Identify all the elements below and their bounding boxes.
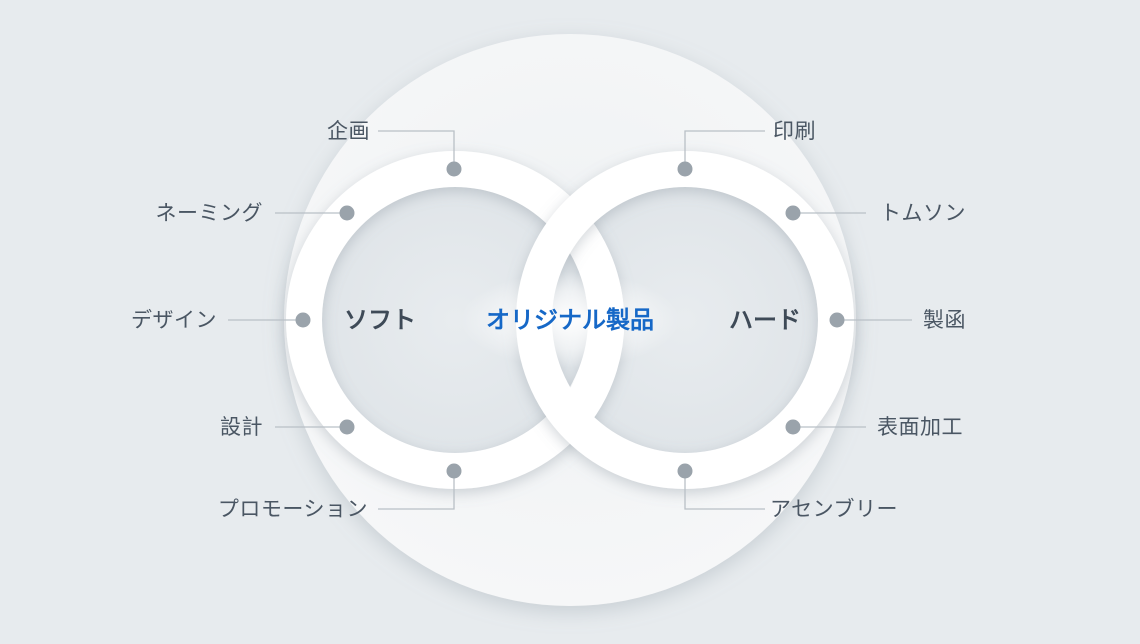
leader-line-right-5 [684, 471, 765, 510]
right-circle-title: ハード [729, 306, 801, 334]
left-item-4-label: 設計 [220, 415, 263, 439]
right-item-4-label: 表面加工 [877, 415, 963, 439]
center-label: オリジナル製品 [486, 306, 654, 334]
leader-line-right-1 [684, 130, 765, 169]
dots [295, 161, 845, 479]
left-item-1-label: 企画 [327, 119, 370, 143]
right-item-2-label: トムソン [880, 201, 966, 225]
leader-line-left-1 [378, 130, 455, 169]
dot-left-5 [446, 463, 462, 479]
leader-lines [228, 130, 912, 510]
left-item-3-label: デザイン [131, 308, 217, 332]
dot-left-3 [295, 312, 311, 328]
right-item-1-label: 印刷 [773, 119, 816, 143]
dot-left-2 [339, 205, 355, 221]
center-glow [460, 272, 680, 368]
left-item-2-label: ネーミング [155, 201, 263, 225]
dot-right-2 [785, 205, 801, 221]
right-item-3-label: 製函 [923, 308, 966, 332]
left-item-5-label: プロモーション [217, 497, 368, 521]
right-circle-inner [552, 187, 818, 453]
dot-left-4 [339, 419, 355, 435]
dot-right-5 [677, 463, 693, 479]
left-circle-inner [322, 187, 588, 453]
dot-right-3 [829, 312, 845, 328]
right-item-5-label: アセンブリー [770, 497, 898, 521]
left-circle-title: ソフト [344, 306, 416, 334]
dot-left-1 [446, 161, 462, 177]
dot-right-1 [677, 161, 693, 177]
leader-line-left-5 [378, 471, 455, 510]
dot-right-4 [785, 419, 801, 435]
